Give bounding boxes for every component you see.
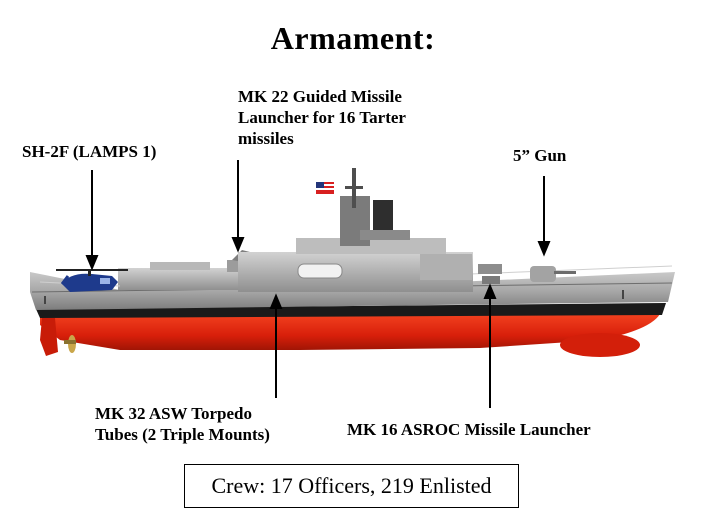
- five-inch-gun: [530, 266, 576, 282]
- sonar-dome: [560, 333, 640, 357]
- helicopter-icon: [56, 269, 128, 292]
- label-mk22-launcher: MK 22 Guided Missile Launcher for 16 Tar…: [238, 87, 406, 148]
- rudder: [40, 318, 58, 356]
- asroc-launcher: [478, 264, 502, 284]
- label-mk32-torpedo-tubes: MK 32 ASW Torpedo Tubes (2 Triple Mounts…: [95, 404, 270, 444]
- hangar: [118, 268, 238, 290]
- crew-box: Crew: 17 Officers, 219 Enlisted: [184, 464, 519, 508]
- label-helicopter: SH-2F (LAMPS 1): [22, 142, 157, 161]
- hull-red-underwater: [40, 314, 660, 350]
- diagram-title: Armament:: [270, 20, 436, 56]
- label-five-inch-gun: 5” Gun: [513, 146, 567, 165]
- label-asroc-launcher: MK 16 ASROC Missile Launcher: [347, 420, 591, 439]
- us-flag-icon: [316, 182, 334, 194]
- hull-boot-top: [36, 303, 666, 318]
- propeller-icon: [64, 335, 76, 353]
